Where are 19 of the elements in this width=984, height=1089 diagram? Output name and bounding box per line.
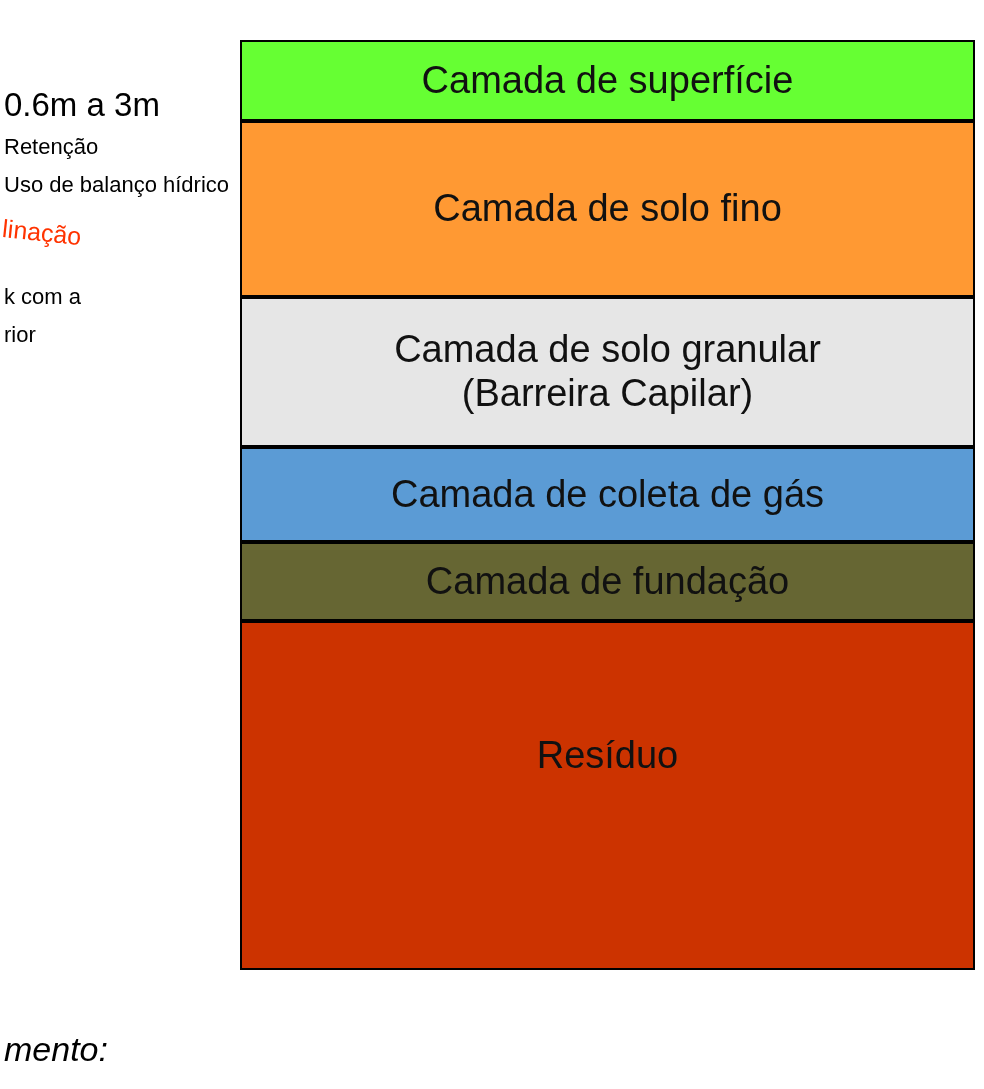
layer-label: Camada de fundação: [425, 559, 790, 604]
bullet-text: Uso de balanço hídrico: [4, 172, 230, 198]
bullet-text: Retenção: [4, 134, 99, 160]
soil-layer: [240, 621, 975, 970]
layer-label: Camada de solo fino: [433, 187, 782, 231]
heading-text: linação: [0, 214, 83, 252]
heading-text: mento:: [4, 1030, 108, 1069]
layer-label: Camada de superfície: [421, 58, 794, 103]
soil-layer: [240, 40, 975, 121]
bullet-text: k com a: [4, 284, 82, 310]
soil-layer: [240, 297, 975, 447]
soil-layer: [240, 447, 975, 542]
soil-layer: [240, 121, 975, 297]
soil-layer: [240, 542, 975, 621]
layer-label: Resíduo: [536, 733, 679, 778]
measurement-text: 0.6m a 3m: [4, 86, 160, 124]
bullet-text: rior: [4, 322, 36, 348]
layer-label: Camada de solo granular (Barreira Capilar): [393, 328, 822, 416]
layer-label: Camada de coleta de gás: [390, 472, 825, 517]
